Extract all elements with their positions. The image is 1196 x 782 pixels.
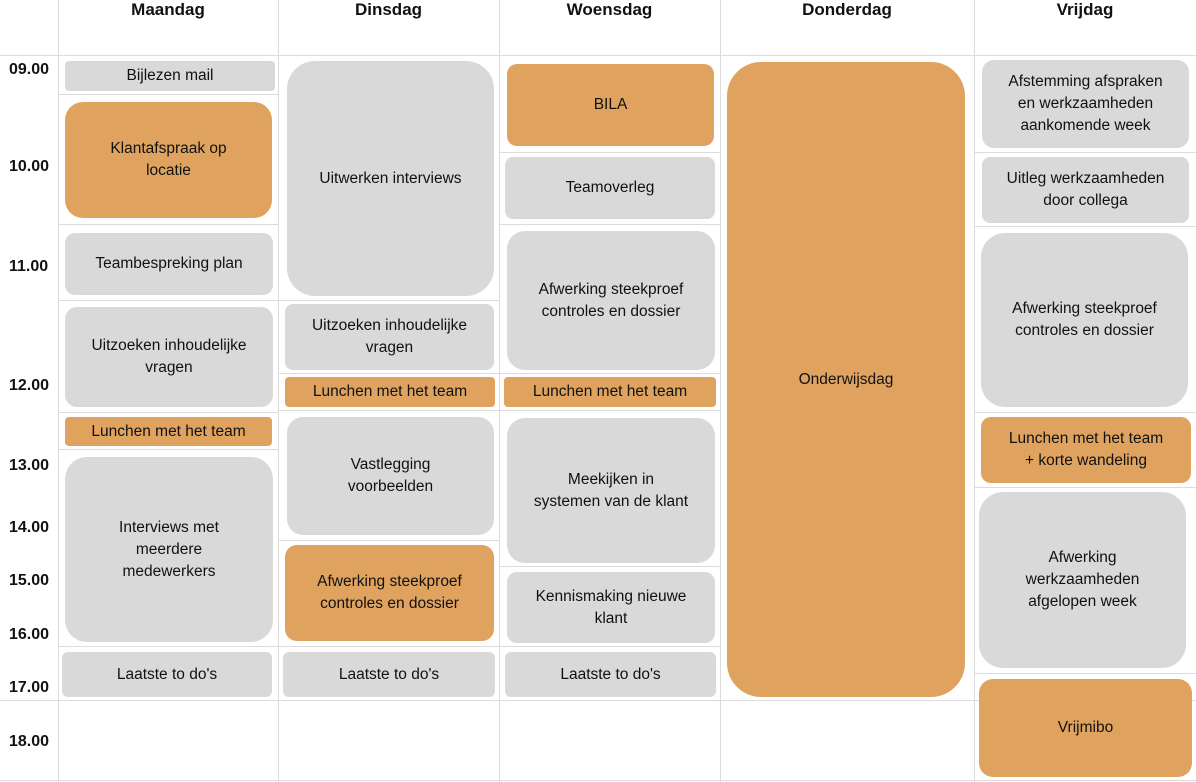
event-block[interactable]: Afwerking steekproef controles en dossie… xyxy=(507,231,715,370)
time-label: 13.00 xyxy=(9,457,50,474)
slot-line xyxy=(58,94,278,95)
time-label: 16.00 xyxy=(9,626,50,643)
slot-line xyxy=(278,373,499,374)
header-divider xyxy=(0,55,1196,56)
time-label: 18.00 xyxy=(9,733,50,750)
slot-line xyxy=(499,152,720,153)
slot-line xyxy=(58,300,278,301)
grid-line xyxy=(499,0,500,782)
event-block[interactable]: Uitwerken interviews xyxy=(287,61,494,296)
grid-line xyxy=(974,0,975,782)
slot-line xyxy=(974,412,1196,413)
slot-line xyxy=(974,673,1196,674)
grid-line xyxy=(0,700,1196,701)
time-label: 17.00 xyxy=(9,679,50,696)
event-block[interactable]: Teamoverleg xyxy=(505,157,715,219)
event-block[interactable]: Uitleg werkzaamheden door collega xyxy=(982,157,1189,223)
event-block[interactable]: Afwerking steekproef controles en dossie… xyxy=(981,233,1188,407)
event-block[interactable]: Bijlezen mail xyxy=(65,61,275,91)
event-block[interactable]: Lunchen met het team xyxy=(65,417,272,446)
slot-line xyxy=(58,646,278,647)
time-label: 10.00 xyxy=(9,158,50,175)
event-block[interactable]: Interviews met meerdere medewerkers xyxy=(65,457,273,642)
day-header-donderdag: Donderdag xyxy=(802,0,892,19)
grid-line xyxy=(0,780,1196,781)
event-block[interactable]: Meekijken in systemen van de klant xyxy=(507,418,715,563)
event-block[interactable]: Klantafspraak op locatie xyxy=(65,102,272,218)
event-block[interactable]: Lunchen met het team xyxy=(285,377,495,407)
slot-line xyxy=(58,449,278,450)
day-header-vrijdag: Vrijdag xyxy=(1056,0,1114,19)
slot-line xyxy=(278,540,499,541)
slot-line xyxy=(278,300,499,301)
event-block[interactable]: Uitzoeken inhoudelijke vragen xyxy=(285,304,494,370)
event-block[interactable]: Lunchen met het team xyxy=(504,377,716,407)
time-label: 09.00 xyxy=(9,61,50,78)
slot-line xyxy=(499,373,720,374)
time-label: 15.00 xyxy=(9,572,50,589)
event-block[interactable]: Laatste to do's xyxy=(62,652,272,697)
slot-line xyxy=(974,152,1196,153)
grid-line xyxy=(58,0,59,782)
event-block[interactable]: BILA xyxy=(507,64,714,146)
slot-line xyxy=(58,224,278,225)
grid-line xyxy=(720,0,721,782)
event-block[interactable]: Lunchen met het team + korte wandeling xyxy=(981,417,1191,483)
day-header-maandag: Maandag xyxy=(131,0,205,19)
time-label: 12.00 xyxy=(9,377,50,394)
event-block[interactable]: Vastlegging voorbeelden xyxy=(287,417,494,535)
slot-line xyxy=(974,226,1196,227)
event-block[interactable]: Teambespreking plan xyxy=(65,233,273,295)
slot-line xyxy=(278,410,499,411)
slot-line xyxy=(278,646,499,647)
event-block[interactable]: Vrijmibo xyxy=(979,679,1192,777)
event-block[interactable]: Uitzoeken inhoudelijke vragen xyxy=(65,307,273,407)
time-label: 14.00 xyxy=(9,519,50,536)
slot-line xyxy=(499,646,720,647)
event-block[interactable]: Onderwijsdag xyxy=(727,62,965,697)
slot-line xyxy=(974,487,1196,488)
event-block[interactable]: Kennismaking nieuwe klant xyxy=(507,572,715,643)
slot-line xyxy=(499,224,720,225)
slot-line xyxy=(499,410,720,411)
grid-line xyxy=(278,0,279,782)
event-block[interactable]: Afwerking steekproef controles en dossie… xyxy=(285,545,494,641)
event-block[interactable]: Afstemming afspraken en werkzaamheden aa… xyxy=(982,60,1189,148)
slot-line xyxy=(499,566,720,567)
event-block[interactable]: Laatste to do's xyxy=(283,652,495,697)
day-header-woensdag: Woensdag xyxy=(566,0,653,19)
time-label: 11.00 xyxy=(9,258,49,275)
day-header-dinsdag: Dinsdag xyxy=(354,0,423,19)
event-block[interactable]: Afwerking werkzaamheden afgelopen week xyxy=(979,492,1186,668)
slot-line xyxy=(58,412,278,413)
event-block[interactable]: Laatste to do's xyxy=(505,652,716,697)
